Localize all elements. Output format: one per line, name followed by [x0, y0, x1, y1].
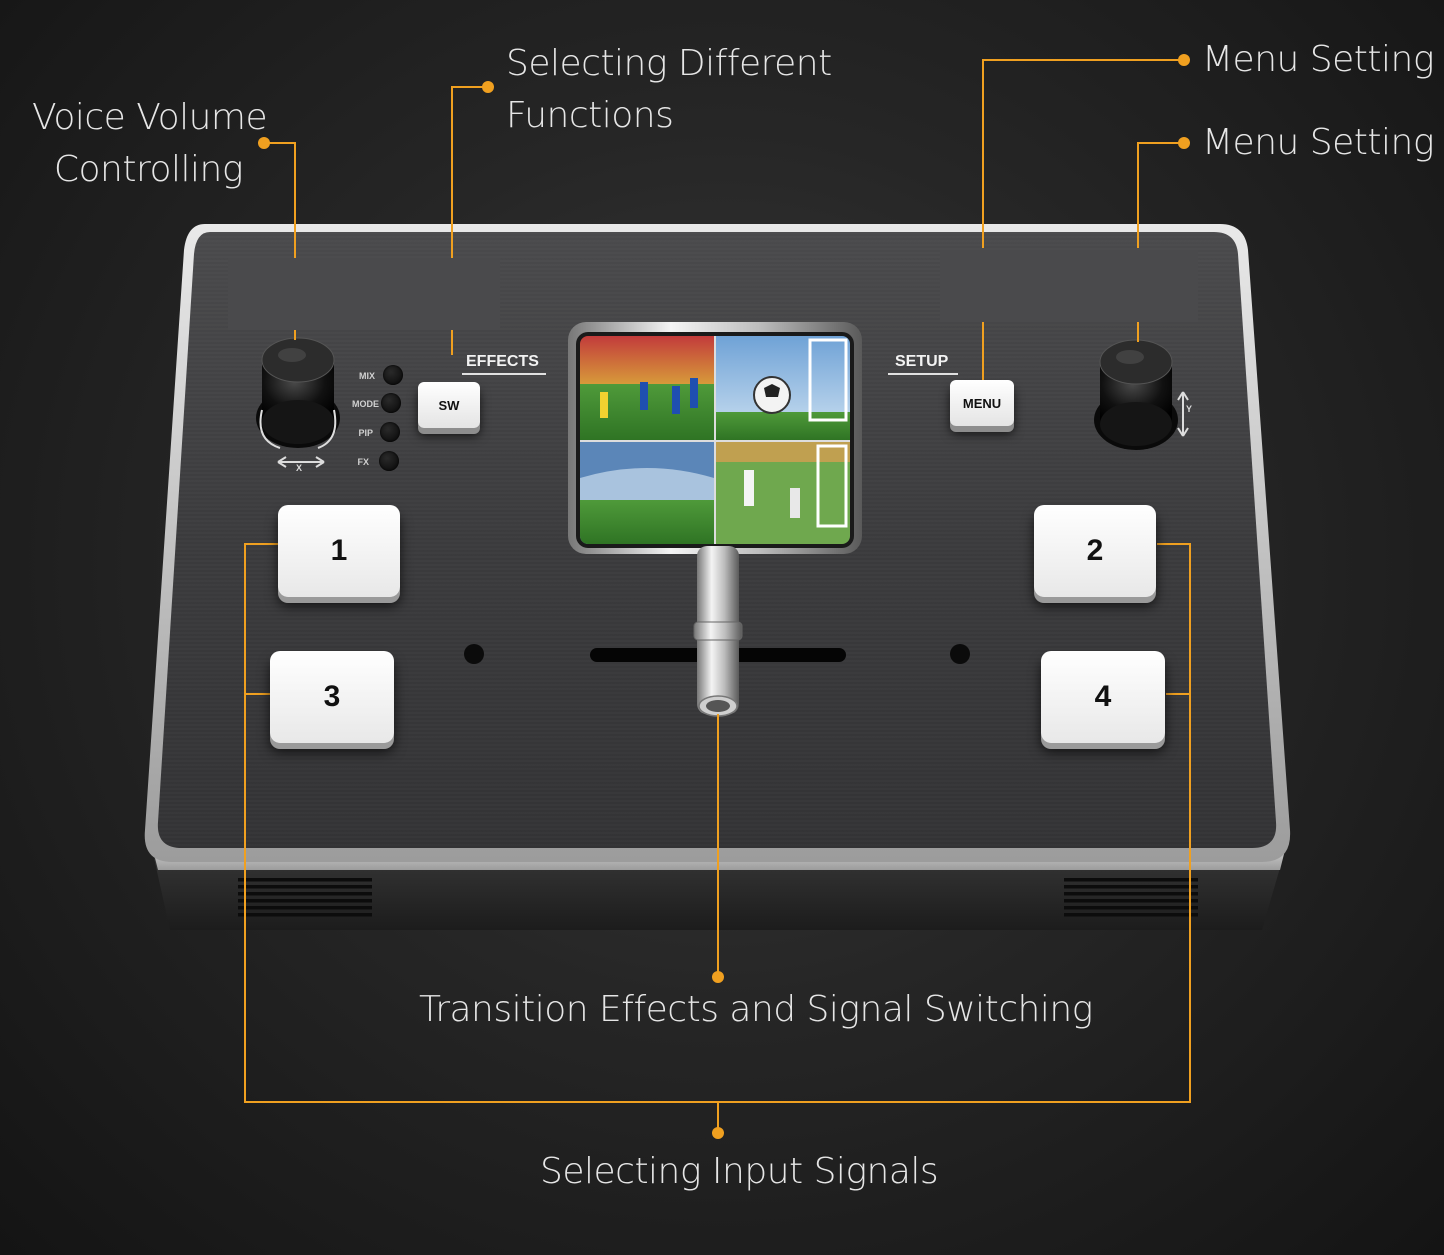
input-button-4[interactable]: 4: [1041, 651, 1165, 743]
effects-label: EFFECTS: [466, 353, 539, 370]
input-button-3[interactable]: 3: [270, 651, 394, 743]
callout-menu-setting-knob: Menu Setting: [1202, 122, 1434, 163]
vent-slat: [238, 899, 372, 903]
callout-leader-lines: [244, 59, 1191, 1133]
vent-slat: [1064, 885, 1198, 889]
input-button-1[interactable]: 1: [278, 505, 400, 597]
vent-slat: [238, 906, 372, 910]
redacted-logo-left: [228, 258, 500, 330]
led-pip: [380, 422, 400, 442]
mode-label-fx: FX: [357, 457, 369, 467]
menu-button[interactable]: MENU: [950, 380, 1014, 426]
vent-slat: [1064, 899, 1198, 903]
mode-label-mix: MIX: [358, 371, 375, 381]
vent-slat: [238, 878, 372, 882]
vent-slat: [1064, 878, 1198, 882]
callout-input-signals: Selecting Input Signals: [540, 1151, 939, 1192]
vent-slat: [238, 913, 372, 917]
led-fx: [379, 451, 399, 471]
redacted-logo-right: [940, 250, 1198, 322]
vent-slat: [238, 892, 372, 896]
mode-label-mode: MODE: [352, 399, 379, 409]
sw-button[interactable]: SW: [418, 382, 480, 428]
callout-voice-volume: Voice Volume Controlling: [32, 97, 268, 190]
menu-knob: [1094, 339, 1189, 450]
knob-x-label: X: [296, 463, 303, 473]
led-mix: [383, 365, 403, 385]
callout-transition-effects: Transition Effects and Signal Switching: [419, 989, 1093, 1030]
led-mode: [381, 393, 401, 413]
indicator-dot-right: [950, 644, 970, 664]
speaker-vent-right: [1064, 878, 1198, 917]
mode-label-pip: PIP: [358, 428, 373, 438]
knob-y-label: Y: [1186, 404, 1193, 414]
callout-markers: [258, 54, 1190, 1139]
preview-screen: [568, 322, 862, 554]
callout-selecting-functions: Selecting Different Functions: [506, 43, 832, 136]
setup-label: SETUP: [895, 353, 949, 370]
callout-menu-setting-top: Menu Setting: [1202, 39, 1434, 80]
volume-knob: [256, 337, 340, 468]
vent-slat: [1064, 906, 1198, 910]
vent-slat: [1064, 913, 1198, 917]
indicator-dot-left: [464, 644, 484, 664]
input-button-2[interactable]: 2: [1034, 505, 1156, 597]
vent-slat: [1064, 892, 1198, 896]
vent-slat: [238, 885, 372, 889]
speaker-vent-left: [238, 878, 372, 917]
transition-fader[interactable]: [693, 546, 743, 717]
